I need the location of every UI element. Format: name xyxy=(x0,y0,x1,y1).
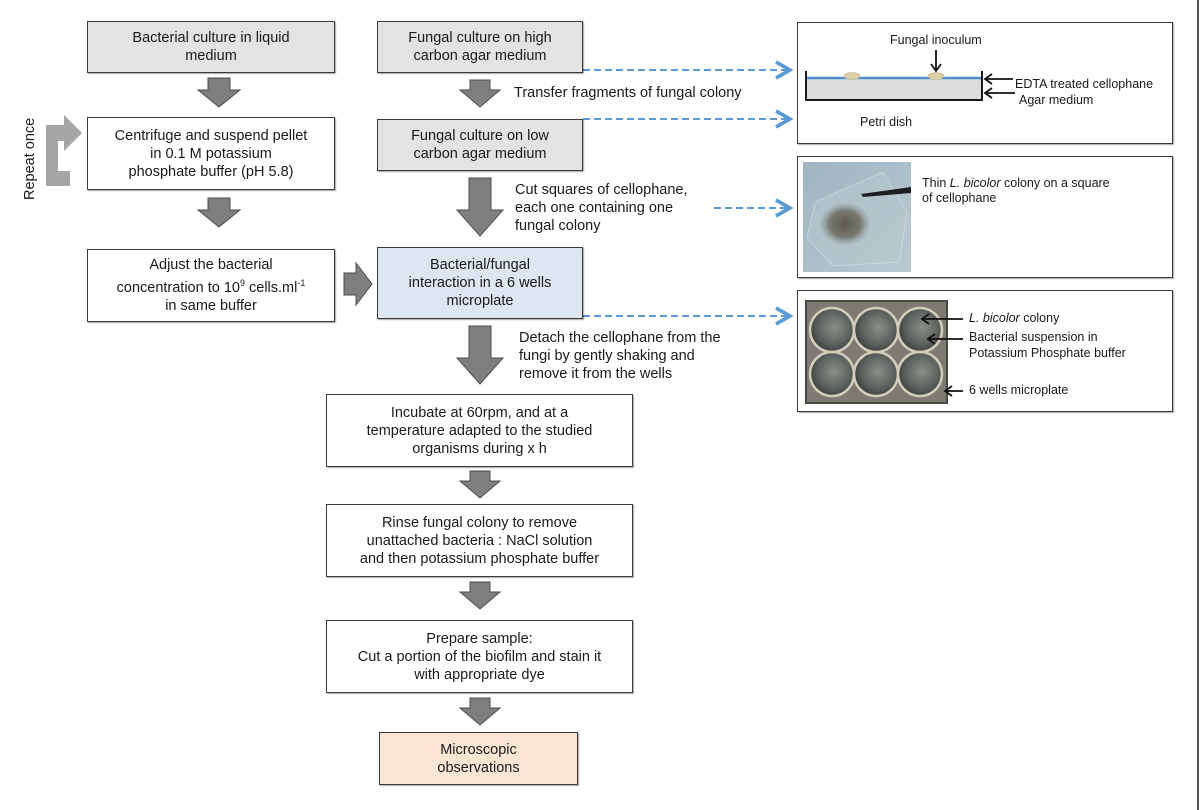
microplate-label: 6 wells microplate xyxy=(969,383,1069,397)
unit-text: cells.ml xyxy=(244,279,298,296)
box-text-line: medium xyxy=(185,48,237,64)
interaction-box: Bacterial/fungal interaction in a 6 well… xyxy=(377,247,583,319)
inoculum-blob xyxy=(843,72,861,80)
note-text-line: each one containing one xyxy=(515,200,674,216)
note-text-line: Transfer fragments of fungal colony xyxy=(514,85,742,101)
agar-medium-label: Agar medium xyxy=(1019,93,1094,107)
prepare-sample-box: Prepare sample: Cut a portion of the bio… xyxy=(326,620,633,693)
exponent: 9 xyxy=(239,278,245,289)
box-text-line: Adjust the bacterial xyxy=(149,257,273,274)
down-arrow-icon xyxy=(458,581,502,610)
box-text-line: Incubate at 60rpm, and at a xyxy=(390,404,569,421)
petri-dish-outline xyxy=(805,71,983,101)
box-text-line: carbon agar medium xyxy=(413,48,547,64)
down-arrow-icon xyxy=(196,197,242,228)
box-text-line: observations xyxy=(437,759,520,776)
down-arrow-icon xyxy=(455,325,505,385)
microplate-pointers xyxy=(920,313,963,397)
rinse-box: Rinse fungal colony to remove unattached… xyxy=(326,504,633,577)
exponent: -1 xyxy=(297,278,306,289)
down-arrow-icon xyxy=(458,470,502,499)
box-text-line: organisms during x h xyxy=(412,440,547,457)
low-carbon-culture-box: Fungal culture on low carbon agar medium xyxy=(377,119,583,171)
inoculum-blob xyxy=(927,72,945,80)
note-text-line: Cut squares of cellophane, xyxy=(515,182,688,198)
colony-caption: Thin L. bicolor colony on a square xyxy=(922,176,1110,191)
box-text-line: Bacterial culture in liquid xyxy=(132,30,290,46)
species-name: L. bicolor xyxy=(949,176,1001,190)
box-text-line: microplate xyxy=(446,293,514,309)
suspension-label-line2: Potassium Phosphate buffer xyxy=(969,346,1126,360)
petri-dish-label: Petri dish xyxy=(860,115,913,129)
box-text-line: Prepare sample: xyxy=(426,630,533,647)
box-text-line: Fungal culture on low xyxy=(411,128,549,144)
box-text-line: unattached bacteria : NaCl solution xyxy=(366,532,593,549)
edta-cellophane-label: EDTA treated cellophane xyxy=(1015,77,1154,91)
box-text-line: Cut a portion of the biofilm and stain i… xyxy=(357,648,602,665)
caption-text: Thin xyxy=(922,176,950,190)
box-text-line: with appropriate dye xyxy=(414,666,545,683)
caption-text: colony xyxy=(1019,311,1060,325)
microplate-panel: L. bicolor colony Bacterial suspension i… xyxy=(797,290,1173,412)
centrifuge-box: Centrifuge and suspend pellet in 0.1 M p… xyxy=(87,117,335,190)
note-text-line: fungi by gently shaking and xyxy=(519,348,695,364)
arrowhead xyxy=(930,63,942,73)
incubate-box: Incubate at 60rpm, and at a temperature … xyxy=(326,394,633,467)
down-arrow-icon xyxy=(458,697,502,726)
colony-caption-line2: of cellophane xyxy=(922,191,997,205)
bacterial-culture-box: Bacterial culture in liquid medium xyxy=(87,21,335,73)
suspension-label: Bacterial suspension in xyxy=(969,330,1098,344)
arrowhead xyxy=(983,87,993,99)
box-text-line: in 0.1 M potassium xyxy=(150,145,272,162)
petri-dish-illustration xyxy=(805,50,1015,101)
box-text-line: temperature adapted to the studied xyxy=(366,422,593,439)
box-text-line: interaction in a 6 wells xyxy=(408,275,552,291)
note-text-line: remove it from the wells xyxy=(519,366,673,382)
right-arrow-icon xyxy=(343,261,373,307)
down-arrow-icon xyxy=(458,79,502,108)
box-text-line: Fungal culture on high xyxy=(408,30,552,46)
arrowhead xyxy=(983,73,993,85)
repeat-once-label: Repeat once xyxy=(22,117,38,200)
colony-photo xyxy=(803,162,911,272)
box-text-line: and then potassium phosphate buffer xyxy=(359,550,600,567)
fungal-inoculum-label: Fungal inoculum xyxy=(890,33,982,47)
box-text-line: Rinse fungal colony to remove xyxy=(381,514,578,531)
box-text-line: phosphate buffer (pH 5.8) xyxy=(128,163,294,180)
frame-border xyxy=(1197,0,1199,810)
concentration-text: concentration to 10 xyxy=(116,279,240,296)
petri-dish-panel: Fungal inoculum EDTA treated cellophane … xyxy=(797,22,1173,144)
box-text-line: in same buffer xyxy=(165,297,257,314)
species-name: L. bicolor xyxy=(969,311,1020,325)
box-text-line: concentration to 109 cells.ml-1 xyxy=(117,274,306,297)
box-text-line: carbon agar medium xyxy=(413,146,547,162)
box-text-line: Centrifuge and suspend pellet xyxy=(114,127,308,144)
well-grid xyxy=(808,306,944,398)
note-text-line: Detach the cellophane from the xyxy=(519,330,721,346)
down-arrow-icon xyxy=(196,77,242,108)
box-text-line: Bacterial/fungal xyxy=(430,257,530,273)
microplate-photo xyxy=(805,300,948,404)
colony-label: L. bicolor colony xyxy=(969,311,1059,326)
transfer-note: Transfer fragments of fungal colony xyxy=(514,84,742,102)
microscopic-observations-box: Microscopic observations xyxy=(379,732,578,785)
note-text-line: fungal colony xyxy=(515,218,601,234)
box-text-line: Microscopic xyxy=(440,741,517,758)
loop-arrow-icon xyxy=(46,115,82,186)
adjust-concentration-box: Adjust the bacterial concentration to 10… xyxy=(87,249,335,322)
high-carbon-culture-box: Fungal culture on high carbon agar mediu… xyxy=(377,21,583,73)
cut-squares-note: Cut squares of cellophane, each one cont… xyxy=(515,181,688,235)
colony-photo-panel: Thin L. bicolor colony on a square of ce… xyxy=(797,156,1173,278)
detach-note: Detach the cellophane from the fungi by … xyxy=(519,329,721,383)
agar-medium-shape xyxy=(806,78,982,99)
down-arrow-icon xyxy=(455,177,505,237)
caption-text: colony on a square xyxy=(1000,176,1110,190)
